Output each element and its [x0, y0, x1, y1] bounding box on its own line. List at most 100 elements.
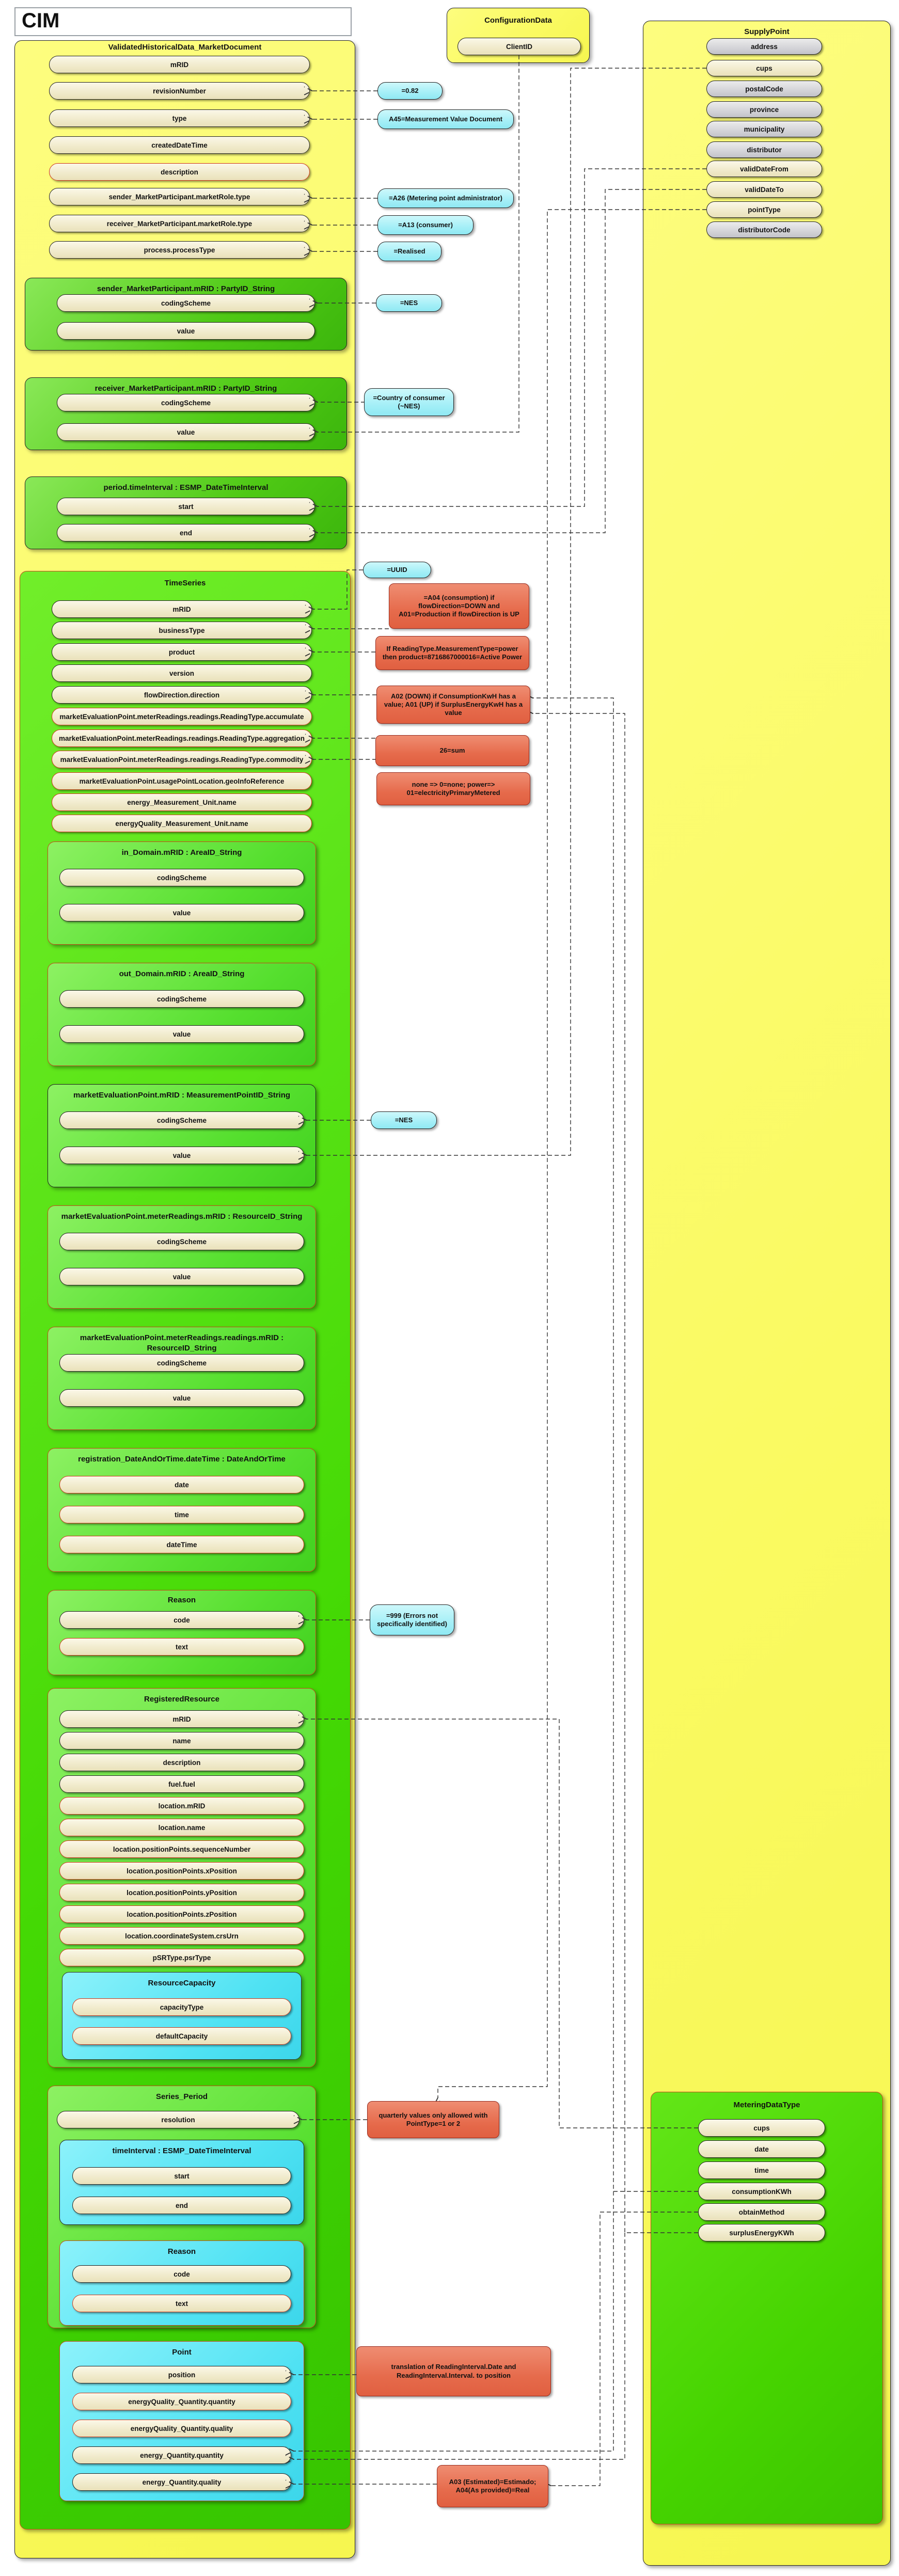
spreason-field-text: text: [72, 2295, 291, 2312]
note-mep-codingscheme: =NES: [371, 1111, 437, 1129]
outdomain-field-value: value: [59, 1025, 304, 1043]
market-evaluation-point-box: [48, 1084, 316, 1187]
period-field-end: end: [57, 524, 315, 542]
ts-field-businesstype: businessType: [52, 622, 312, 639]
ts-field-flowdirection-direction: flowDirection.direction: [52, 686, 312, 704]
ts-field-version: version: [52, 664, 312, 682]
period-field-start: start: [57, 498, 315, 515]
registration-field-datetime: dateTime: [59, 1536, 304, 1553]
ts-field-marketevaluationpoint-meterreadings-readings-readingtype-accumulate: marketEvaluationPoint.meterReadings.read…: [52, 708, 312, 725]
sp-time-interval-box-title: timeInterval : ESMP_DateTimeInterval: [112, 2146, 251, 2155]
note-sender-role: =A26 (Metering point administrator): [377, 188, 514, 208]
sp-field-distributorcode: distributorCode: [706, 221, 822, 238]
seriesperiod-field-resolution: resolution: [57, 2111, 299, 2128]
rr-field-location-coordinatesystem-crsurn: location.coordinateSystem.crsUrn: [59, 1927, 304, 1945]
md-field-revisionnumber: revisionNumber: [49, 82, 310, 100]
md-field-receiver-marketparticipant-marketrole-type: receiver_MarketParticipant.marketRole.ty…: [49, 215, 310, 232]
configuration-data-box-title: ConfigurationData: [484, 16, 552, 25]
sp-field-distributor: distributor: [706, 141, 822, 158]
reason-box: [48, 1590, 316, 1675]
resource-capacity-box-title: ResourceCapacity: [148, 1979, 216, 1987]
registered-resource-box-title: RegisteredResource: [144, 1695, 219, 1704]
readings-box: [48, 1327, 316, 1430]
sender-field-codingscheme: codingScheme: [57, 294, 315, 312]
reason-field-text: text: [59, 1638, 304, 1656]
metering-data-type-box-title: MeteringDataType: [733, 2101, 800, 2109]
sp-reason-box-title: Reason: [167, 2247, 196, 2256]
readings-box-title: marketEvaluationPoint.meterReadings.read…: [80, 1333, 284, 1353]
point-field-energy-quantity-quantity: energy_Quantity.quantity: [72, 2446, 291, 2464]
diagram-header: CIM: [14, 7, 352, 36]
note-document-type: A45=Measurement Value Document: [377, 109, 514, 129]
period-time-interval-box-title: period.timeInterval : ESMP_DateTimeInter…: [103, 483, 269, 492]
spti-field-start: start: [72, 2167, 291, 2185]
mdt-field-time: time: [698, 2161, 825, 2179]
note-businesstype-rule: =A04 (consumption) if flowDirection=DOWN…: [389, 583, 529, 629]
rr-field-location-mrid: location.mRID: [59, 1797, 304, 1815]
registration-field-time: time: [59, 1506, 304, 1523]
note-sender-codingscheme: =NES: [376, 294, 442, 312]
mep-field-value: value: [59, 1147, 304, 1164]
ts-field-mrid: mRID: [52, 600, 312, 618]
note-receiver-codingscheme: =Country of consumer (~NES): [364, 388, 454, 416]
out-domain-box: [48, 963, 316, 1066]
ts-field-marketevaluationpoint-usagepointlocation-geoinforeference: marketEvaluationPoint.usagePointLocation…: [52, 772, 312, 790]
point-field-energyquality-quantity-quality: energyQuality_Quantity.quality: [72, 2420, 291, 2437]
config-field-clientid: ClientID: [458, 38, 581, 55]
md-field-mrid: mRID: [49, 56, 310, 73]
sp-field-cups: cups: [706, 60, 822, 76]
indomain-field-codingscheme: codingScheme: [59, 869, 304, 886]
point-box-title: Point: [172, 2348, 192, 2357]
series-period-box-title: Series_Period: [155, 2092, 208, 2101]
note-revision-default: =0.82: [377, 82, 443, 100]
ts-field-energyquality-measurement-unit-name: energyQuality_Measurement_Unit.name: [52, 815, 312, 832]
note-position-rule: translation of ReadingInterval.Date and …: [356, 2346, 551, 2396]
in-domain-box: [48, 841, 316, 945]
reason-field-code: code: [59, 1611, 304, 1629]
md-field-description: description: [49, 163, 310, 181]
supply-point-box-title: SupplyPoint: [744, 27, 790, 36]
receiver-field-value: value: [57, 423, 315, 441]
note-ts-mrid-uuid: =UUID: [363, 562, 431, 578]
note-flowdirection-rule: A02 (DOWN) if ConsumptionKwH has a value…: [376, 686, 530, 724]
link-mdt-cups-to-rr-mrid: [306, 1719, 698, 2128]
outdomain-field-codingscheme: codingScheme: [59, 990, 304, 1008]
ts-field-energy-measurement-unit-name: energy_Measurement_Unit.name: [52, 793, 312, 811]
readings-field-value: value: [59, 1389, 304, 1407]
registration-box-title: registration_DateAndOrTime.dateTime : Da…: [78, 1455, 286, 1464]
meterreadings-field-codingscheme: codingScheme: [59, 1233, 304, 1250]
rc-field-defaultcapacity: defaultCapacity: [72, 2027, 291, 2045]
rr-field-fuel-fuel: fuel.fuel: [59, 1775, 304, 1793]
md-field-sender-marketparticipant-marketrole-type: sender_MarketParticipant.marketRole.type: [49, 188, 310, 205]
sp-field-municipality: municipality: [706, 121, 822, 137]
rr-field-mrid: mRID: [59, 1710, 304, 1728]
receiver-field-codingscheme: codingScheme: [57, 394, 315, 411]
diagram-title: CIM: [22, 9, 60, 32]
rr-field-location-positionpoints-xposition: location.positionPoints.xPosition: [59, 1862, 304, 1880]
mdt-field-obtainmethod: obtainMethod: [698, 2203, 825, 2221]
mep-field-codingscheme: codingScheme: [59, 1111, 304, 1129]
sp-field-postalcode: postalCode: [706, 81, 822, 97]
sender-field-value: value: [57, 322, 315, 340]
reason-box-title: Reason: [167, 1596, 196, 1604]
spti-field-end: end: [72, 2197, 291, 2214]
mdt-field-surplusenergykwh: surplusEnergyKWh: [698, 2224, 825, 2241]
rr-field-location-positionpoints-yposition: location.positionPoints.yPosition: [59, 1884, 304, 1901]
in-domain-box-title: in_Domain.mRID : AreaID_String: [121, 848, 242, 857]
readings-field-codingscheme: codingScheme: [59, 1354, 304, 1372]
meter-readings-box-title: marketEvaluationPoint.meterReadings.mRID…: [61, 1212, 303, 1221]
meterreadings-field-value: value: [59, 1268, 304, 1285]
note-reason-code-999: =999 (Errors not specifically identified…: [370, 1604, 454, 1635]
rr-field-description: description: [59, 1754, 304, 1771]
market-evaluation-point-box-title: marketEvaluationPoint.mRID : Measurement…: [73, 1091, 291, 1100]
registration-field-date: date: [59, 1476, 304, 1493]
ts-field-marketevaluationpoint-meterreadings-readings-readingtype-commodity: marketEvaluationPoint.meterReadings.read…: [52, 751, 312, 768]
note-aggregation-rule: 26=sum: [375, 735, 529, 766]
md-field-type: type: [49, 109, 310, 127]
rr-field-name: name: [59, 1732, 304, 1750]
meter-readings-box: [48, 1205, 316, 1309]
md-field-createddatetime: createdDateTime: [49, 136, 310, 154]
md-field-process-processtype: process.processType: [49, 241, 310, 259]
ts-field-marketevaluationpoint-meterreadings-readings-readingtype-aggregation: marketEvaluationPoint.meterReadings.read…: [52, 729, 312, 747]
